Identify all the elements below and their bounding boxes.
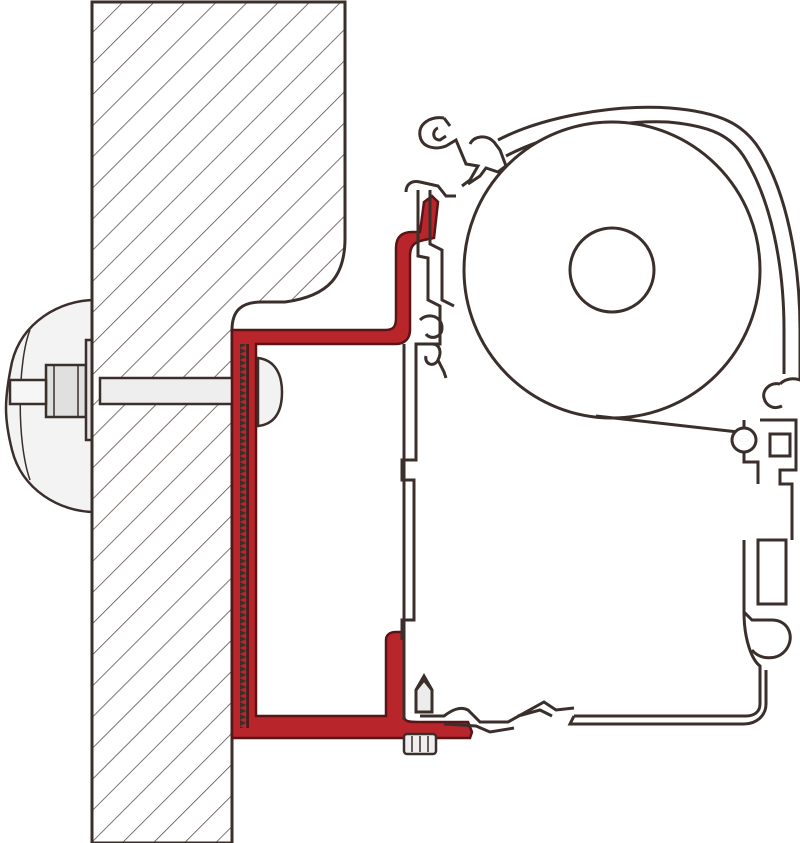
bracket-teeth [240, 344, 248, 728]
lead-bar [730, 426, 758, 454]
bolt-head [256, 356, 284, 428]
top-hook-clips [418, 116, 508, 188]
bolt-nut [44, 363, 88, 419]
roller-core [568, 226, 656, 314]
awning-rail-profile [400, 180, 456, 720]
fabric-tail [595, 414, 739, 434]
awning-roller [462, 120, 762, 454]
mounting-bolt [4, 298, 102, 514]
bolt-shaft [8, 376, 254, 406]
bracket-screw [402, 732, 438, 756]
